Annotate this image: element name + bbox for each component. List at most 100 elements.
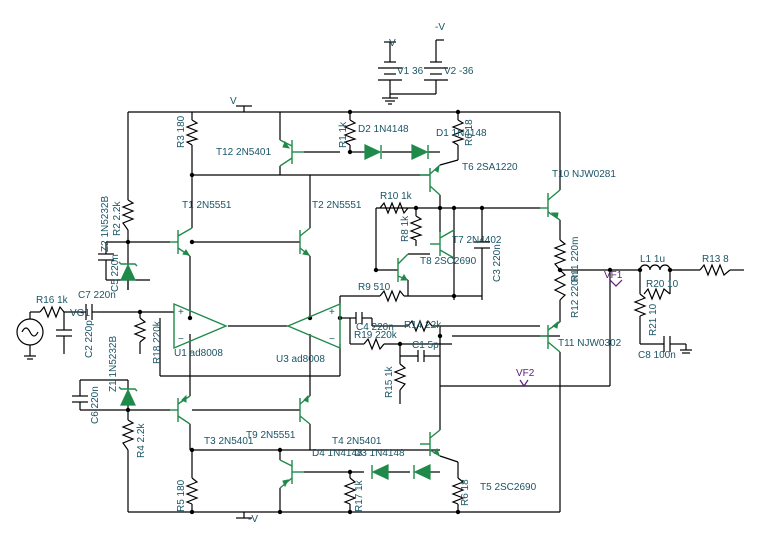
resistor-r15 [393,363,407,391]
zener-z1 [118,386,138,406]
label-vminus-supply: -V [435,22,445,33]
label-v-bottom: -V [248,514,258,525]
resistor-r6-top [451,119,465,146]
label-r18: R18 220k [152,320,163,364]
svg-text:−: − [329,334,335,345]
label-t9: T9 2N5551 [246,430,296,441]
label-t12: T12 2N5401 [216,147,271,158]
capacitor-c3 [474,241,490,262]
transistor-t11 [540,320,561,353]
resistor-r9 [379,289,405,303]
capacitor-c1 [417,350,428,362]
label-t8: T8 2SC2690 [420,256,477,267]
label-r1: R1 1k [338,121,349,148]
resistor-r12 [553,269,567,301]
label-r3: R3 180 [176,115,187,148]
svg-text:−: − [178,334,184,345]
label-t6: T6 2SA1220 [462,162,518,173]
capacitor-c4 [350,312,373,326]
label-r6-top: R6 18 [464,119,475,146]
transistor-t2 [299,227,311,257]
resistor-r2 [121,199,135,231]
label-u3: U3 ad8008 [276,354,325,365]
resistor-r6-bottom [451,477,465,505]
label-d4: D4 1N4148 [312,448,363,459]
label-r20: R20 10 [646,279,679,290]
inductor-l1 [639,264,671,271]
probe-vf1 [609,279,623,287]
label-r8: R8 1k [400,215,411,242]
resistor-r20 [643,287,671,301]
signal-source-vg1 [16,312,44,360]
transistor-t4 [279,459,304,489]
capacitor-c8 [663,336,692,354]
label-r5: R5 180 [176,479,187,512]
label-r10: R10 1k [380,191,413,202]
transistor-t12 [279,139,304,167]
label-d2: D2 1N4148 [358,124,409,135]
capacitor-c7 [82,304,98,320]
resistor-r13 [699,263,731,277]
label-c4: C4 220n [356,322,394,333]
label-c3: C3 220n [492,244,503,282]
label-t3: T3 2N5401 [204,436,254,447]
capacitor-c6 [72,395,88,406]
transistor-t8 [397,253,409,282]
svg-text:+: + [178,307,184,318]
resistor-r11 [553,239,567,271]
capacitor-c2 [56,329,72,342]
label-r15: R15 1k [384,365,395,398]
label-r9: R9 510 [358,282,391,293]
diode-d3 [413,464,431,480]
transistor-t7 [430,229,455,259]
label-c1: C1 5p [412,340,439,351]
transistor-t3 [170,394,191,425]
resistor-r1 [343,119,357,146]
label-r11: R11 220m [570,237,581,282]
label-v-top: V [230,96,237,107]
label-vf2: VF2 [516,368,535,379]
label-r6-bottom: R6 18 [460,479,471,506]
label-t7: T7 2N4402 [452,235,502,246]
svg-text:+: + [329,307,335,318]
resistor-r18 [133,317,147,343]
label-c2: C2 220p [84,320,95,358]
resistor-r4 [121,419,135,451]
label-v1: V1 36 [397,66,424,77]
label-vf1: VF1 [604,270,623,281]
resistor-r17 [343,477,357,505]
label-vplus-supply: V [389,38,396,49]
label-c8: C8 100n [638,350,676,361]
label-v2: V2 -36 [444,66,474,77]
resistor-r3 [185,119,199,146]
label-r2: R2 2.2k [112,201,123,236]
diode-d1 [411,144,429,160]
zener-z2 [118,261,138,281]
label-t2: T2 2N5551 [312,200,362,211]
label-c6: C6 220n [90,386,101,424]
label-d3: D3 1N4148 [354,448,405,459]
label-l1: L1 1u [640,254,665,265]
label-r4: R4 2.2k [136,423,147,458]
label-r21: R21 10 [648,303,659,336]
resistor-r5 [185,477,199,505]
label-d1: D1 1N4148 [436,128,487,139]
probe-vf2 [519,379,529,388]
label-u1: U1 ad8008 [174,348,223,359]
label-r12: R12 220m [570,272,581,318]
ground-symbol [382,94,398,105]
resistor-r19 [363,337,385,351]
label-r19: R19 220k [354,330,398,341]
label-vg1: VG1 [70,308,90,319]
diode-d4 [371,464,389,480]
label-r13: R13 8 [702,254,729,265]
opamp-u1: + − [173,302,228,350]
transistor-t1 [170,227,193,257]
transistor-t5 [420,429,441,457]
resistor-r10 [379,201,409,215]
power-supply-v2 [390,39,448,95]
opamp-u3: + − [286,302,341,350]
transistor-t9 [299,394,311,425]
label-t11: T11 NJW0302 [558,338,622,349]
label-c5: C5 220n [110,254,121,292]
